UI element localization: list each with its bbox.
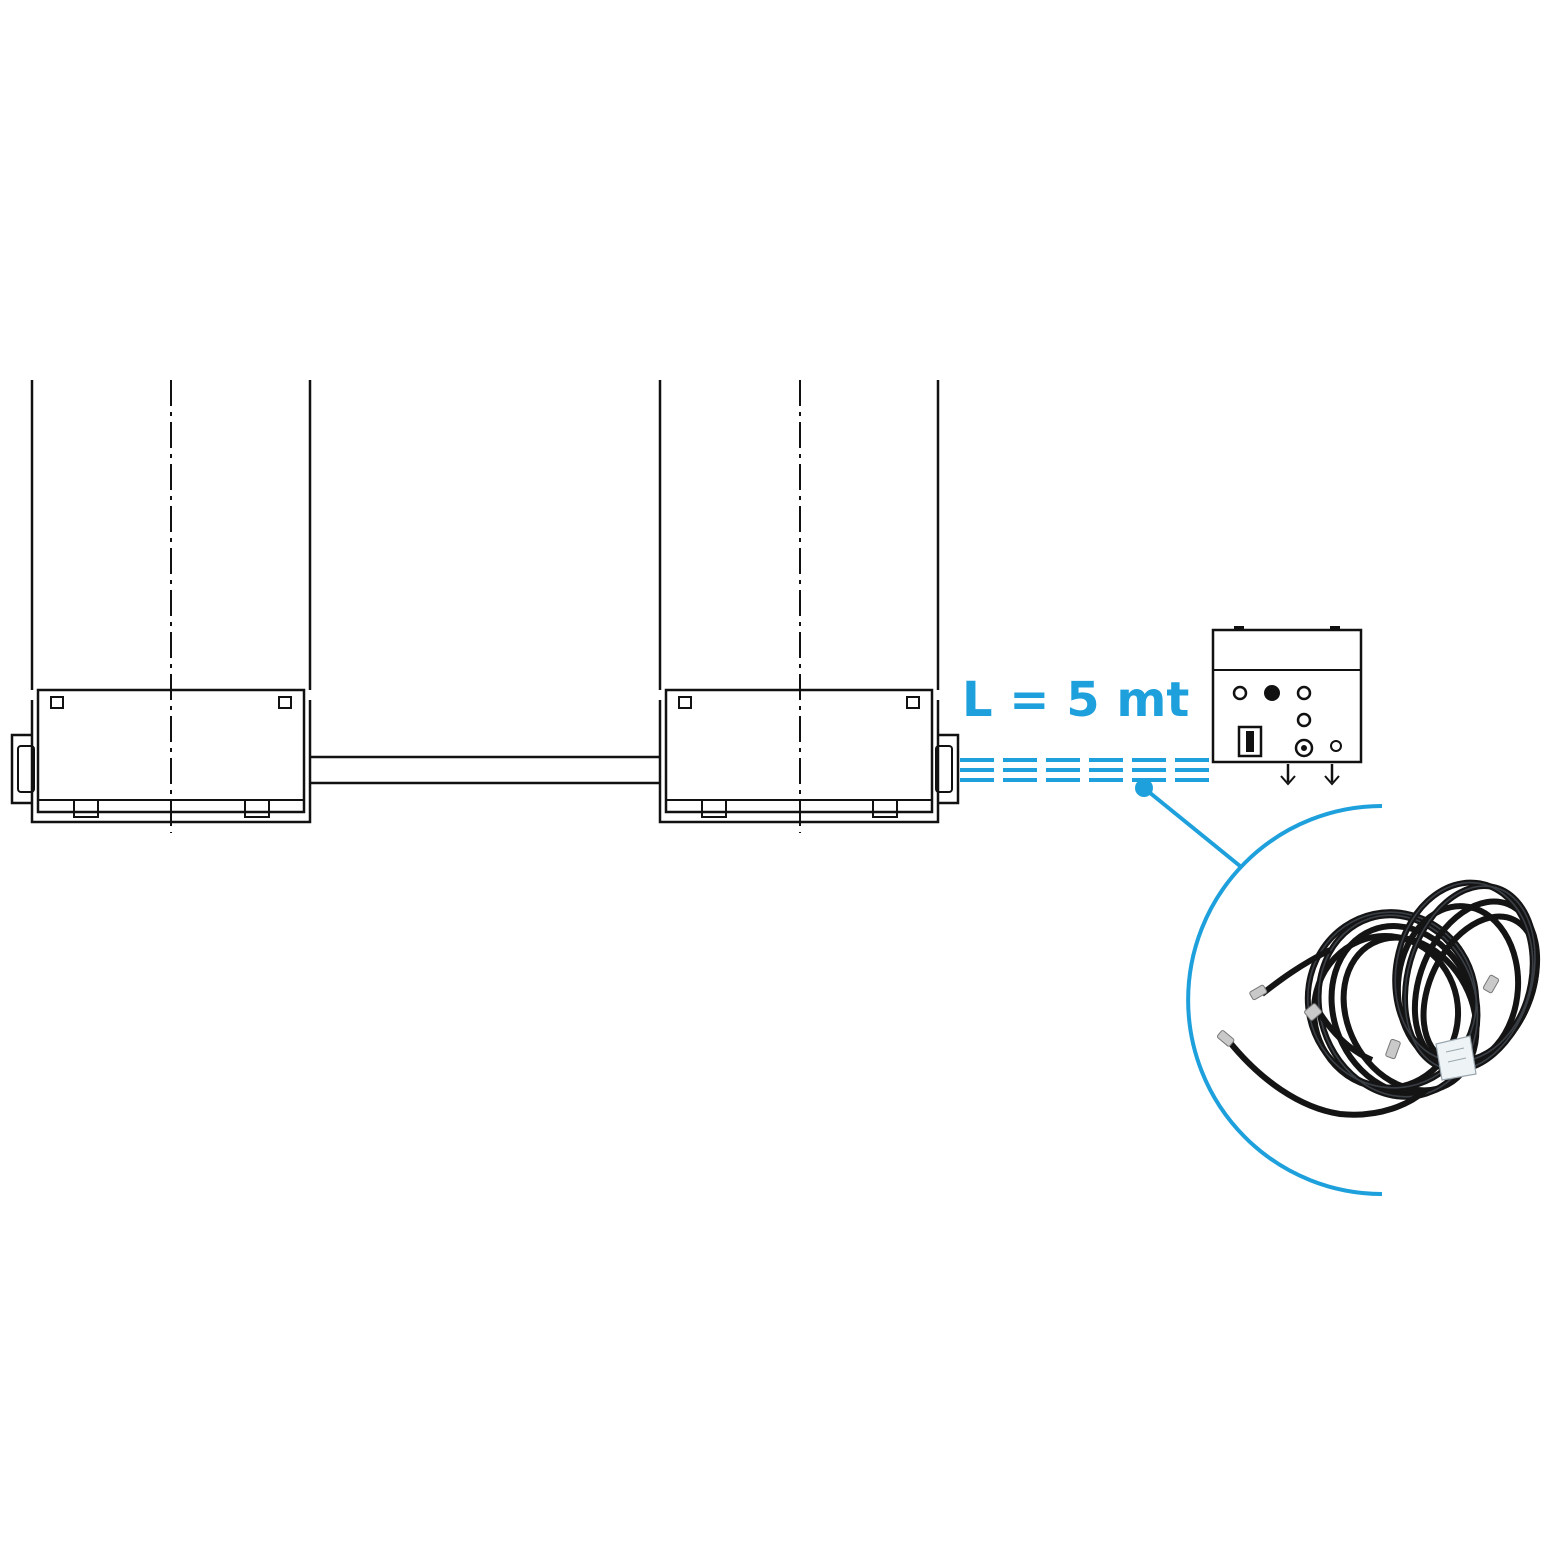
fitting-icon — [1482, 974, 1500, 994]
fitting-icon — [1249, 984, 1268, 1001]
outlet-arrow-icon — [1324, 764, 1340, 786]
control-box — [1211, 626, 1363, 786]
hydraulic-hose-coils — [1216, 879, 1541, 1118]
connecting-crossbar — [310, 755, 660, 785]
fitting-icon — [1304, 1003, 1322, 1021]
lift-column-left — [10, 380, 312, 833]
length-label: L = 5 mt — [962, 672, 1189, 728]
fitting-icon — [1216, 1030, 1235, 1047]
detail-arc — [1186, 804, 1383, 1196]
power-switch-icon — [1237, 725, 1263, 758]
detail-callout — [1135, 779, 1383, 1196]
fitting-icon — [1385, 1038, 1401, 1060]
hose-tag — [1435, 1035, 1477, 1081]
lift-column-right — [658, 380, 960, 833]
outlet-arrow-icon — [1280, 764, 1296, 786]
hose-run-dashed — [960, 758, 1215, 782]
